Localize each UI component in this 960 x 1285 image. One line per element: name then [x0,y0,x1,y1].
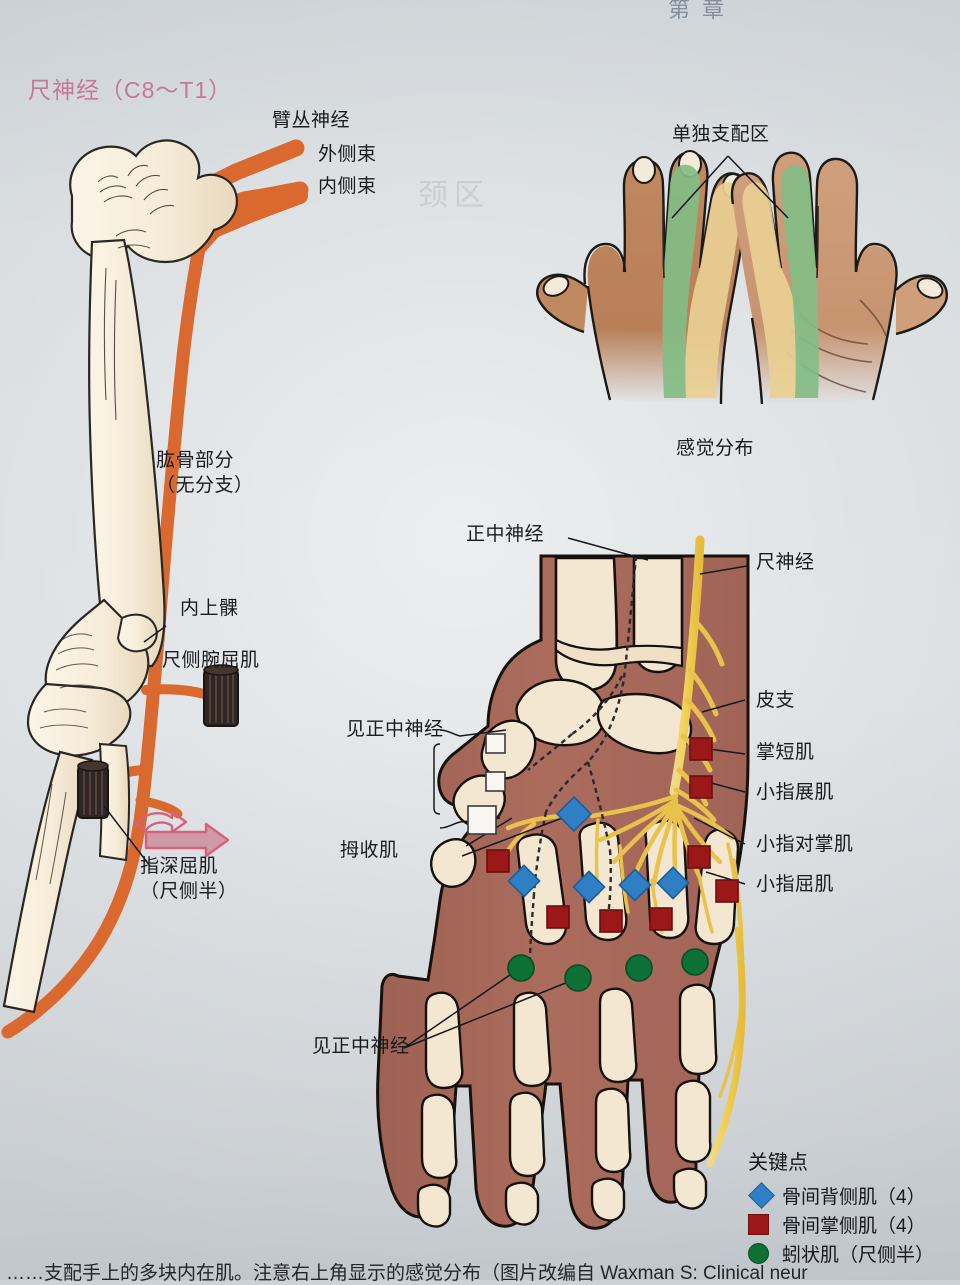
muscle-block-fcu [203,664,239,727]
figure-caption: ……支配手上的多块内在肌。注意右上角显示的感觉分布（图片改编自 Waxman S… [6,1263,808,1284]
label-abductor-digiti-minimi: 小指展肌 [756,782,835,803]
marker-palmar-interossei [486,737,739,933]
direction-arrow [134,810,230,858]
legend-label-palmar-interossei: 骨间掌侧肌（4） [782,1216,926,1237]
label-see-median-lower: 见正中神经 [312,1036,410,1057]
label-medial-cord: 内侧束 [318,176,377,197]
humerus-bone [69,139,238,668]
arm-leader-lines [103,625,167,867]
hands-sensory-diagram [536,150,751,405]
label-brachial-plexus: 臂丛神经 [272,110,351,131]
label-see-median-upper: 见正中神经 [346,719,444,740]
hand-palmar-right [730,151,948,405]
marker-dorsal-interossei [507,795,690,904]
legend-label-dorsal-interossei: 骨间背侧肌（4） [782,1187,926,1208]
label-palmaris-brevis: 掌短肌 [756,742,815,763]
label-flexor-digiti-minimi: 小指屈肌 [756,874,835,895]
label-median-nerve: 正中神经 [466,524,545,545]
label-adductor-pollicis: 拇收肌 [340,840,399,861]
hand-detail-diagram [376,535,750,1230]
label-medial-epicondyle: 内上髁 [180,598,239,619]
label-ulnar-nerve: 尺神经 [756,552,815,573]
white-markers [467,733,506,835]
muscle-block-fdp [77,760,109,819]
page-watermark: 颈区 [418,179,490,212]
label-lateral-cord: 外侧束 [318,144,377,165]
label-sensory-distribution: 感觉分布 [676,438,755,459]
legend-label-lumbricals: 蚓状肌（尺侧半） [782,1245,935,1266]
label-humeral-part: 肱骨部分 （无分支） [156,450,254,496]
label-fcu: 尺侧腕屈肌 [162,650,260,671]
legend-marker-lumbricals [748,1243,769,1264]
hands-leader-lines [671,155,789,219]
label-autonomous-zone: 单独支配区 [672,124,770,145]
marker-lumbricals [507,948,709,992]
legend-title: 关键点 [748,1152,808,1174]
legend-marker-palmar-interossei [748,1214,769,1235]
label-opponens-digiti-minimi: 小指对掌肌 [756,834,854,855]
page-title: 尺神经（C8～T1） [28,77,233,103]
label-fdp: 指深屈肌 （尺侧半） [140,856,238,902]
page-header-fragment: 第 章 [668,0,728,22]
label-cutaneous-branch: 皮支 [756,690,796,711]
